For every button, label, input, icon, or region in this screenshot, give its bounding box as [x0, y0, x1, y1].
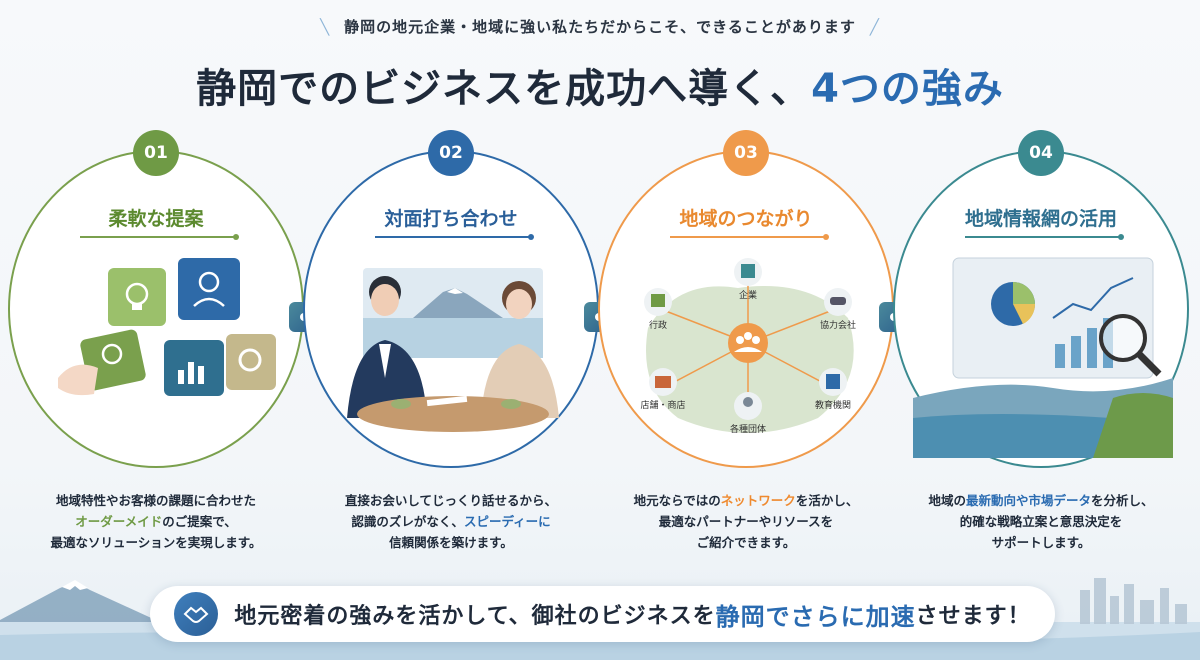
card-title: 対面打ち合わせ [384, 208, 518, 230]
network-label-government: 行政 [649, 319, 667, 331]
handshake-icon [174, 592, 219, 636]
page-title: 静岡でのビジネスを成功へ導く、4つの強み [196, 66, 1004, 112]
network-label-education: 教育機関 [815, 399, 851, 411]
card-03-description: 地元ならではのネットワークを活かし、 最適なパートナーやリソースを ご紹介できま… [633, 493, 859, 550]
number-badge: 03 [723, 130, 769, 176]
title-underline [965, 234, 1124, 240]
strength-card-03: 03 地域のつながり 企業 行政 協力会社 店舗・商店 教育機関 各種団体 [598, 130, 894, 468]
number-badge: 02 [428, 130, 474, 176]
title-underline [80, 234, 239, 240]
footer-highlight: 静岡でさらに加速 [715, 602, 916, 631]
footer-text: 地元密着の強みを活かして、御社のビジネスを [234, 604, 716, 629]
title-underline [375, 234, 534, 240]
card-title: 地域情報網の活用 [964, 208, 1117, 230]
number-badge: 01 [133, 130, 179, 176]
network-label-shops: 店舗・商店 [640, 399, 685, 411]
footer-banner: 地元密着の強みを活かして、御社のビジネスを静岡でさらに加速させます！ [150, 586, 1055, 642]
network-label-company: 企業 [739, 289, 757, 301]
card-04-description: 地域の最新動向や市場データを分析し、 的確な戦略立案と意思決定を サポートします… [928, 493, 1154, 550]
puzzle-illustration [58, 258, 276, 396]
card-02-description: 直接お会いしてじっくり話せるから、 認識のズレがなく、スピーディーに 信頼関係を… [344, 493, 558, 550]
number-badge: 04 [1018, 130, 1064, 176]
footer-text-end: させます！ [915, 604, 1031, 629]
data-analysis-illustration [913, 257, 1173, 458]
card-title: 柔軟な提案 [108, 208, 204, 230]
card-title: 地域のつながり [679, 208, 813, 230]
strength-card-04: 04 地域情報網の活用 [893, 130, 1189, 468]
network-label-organizations: 各種団体 [730, 423, 766, 435]
card-01-description: 地域特性やお客様の課題に合わせた オーダーメイドのご提案で、 最適なソリューショ… [50, 493, 262, 550]
eyebrow-text: ╲静岡の地元企業・地域に強い私たちだからこそ、できることがあります╱ [320, 18, 880, 36]
strength-card-02: 02 対面打ち合わせ [303, 130, 599, 468]
network-map-illustration: 企業 行政 協力会社 店舗・商店 教育機関 各種団体 [640, 258, 856, 435]
meeting-illustration [347, 268, 559, 432]
title-underline [670, 234, 829, 240]
strength-card-01: 01 柔軟な提案 [8, 130, 304, 468]
network-label-partner: 協力会社 [820, 319, 856, 331]
